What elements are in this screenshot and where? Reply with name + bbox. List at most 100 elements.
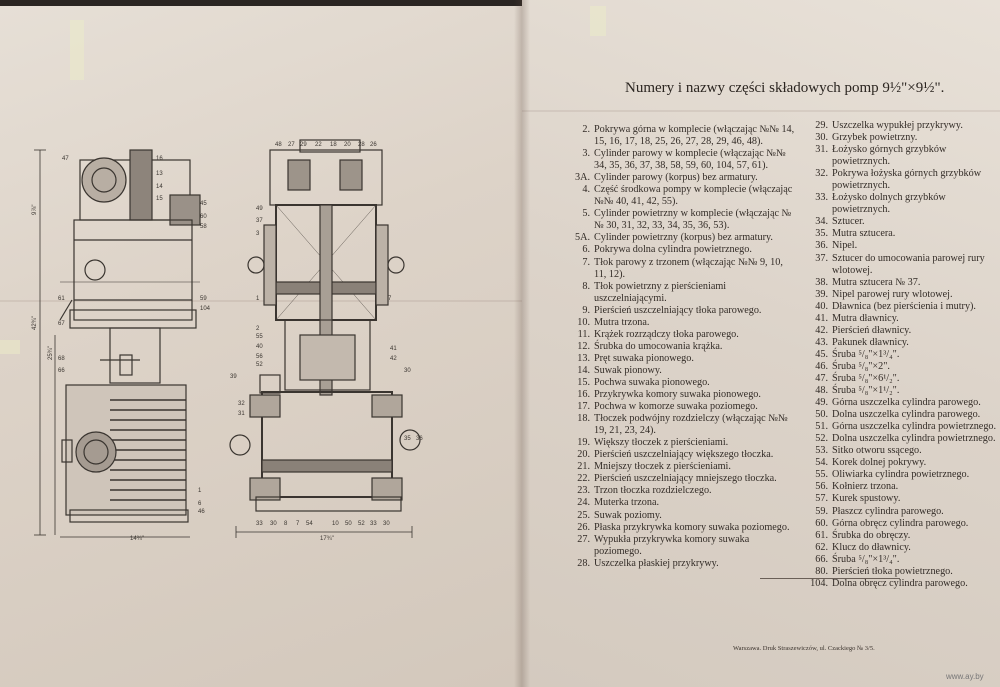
part-number: 19. bbox=[577, 437, 590, 449]
part-name: Uszczelka płaskiej przykrywy. bbox=[594, 557, 719, 569]
part-name: Tłoczek podwójny rozdzielczy (włączając … bbox=[594, 413, 788, 437]
part-name: Łożysko dolnych grzybków powietrznych. bbox=[832, 192, 946, 216]
part-name: Płaszcz cylindra parowego. bbox=[832, 505, 944, 517]
paper-crease bbox=[522, 110, 1000, 112]
part-name: Śruba ⁵/₈"×1³/₄". bbox=[832, 553, 900, 565]
part-number: 33. bbox=[815, 192, 828, 204]
part-number: 42. bbox=[815, 324, 828, 336]
part-number: 22. bbox=[577, 473, 590, 485]
part-name: Korek dolnej pokrywy. bbox=[832, 457, 927, 469]
part-name: Pierścień dławnicy. bbox=[832, 324, 912, 336]
svg-text:66: 66 bbox=[58, 368, 65, 374]
part-number: 25. bbox=[577, 509, 590, 521]
part-number: 7. bbox=[582, 256, 590, 268]
svg-text:42¾": 42¾" bbox=[32, 316, 38, 330]
part-item: 25.Suwak poziomy. bbox=[560, 510, 795, 522]
svg-text:7: 7 bbox=[296, 521, 300, 527]
part-number: 56. bbox=[815, 481, 828, 493]
part-name: Pręt suwaka pionowego. bbox=[594, 352, 694, 364]
part-name: Płaska przykrywka komory suwaka poziomeg… bbox=[594, 521, 790, 533]
svg-text:17¾": 17¾" bbox=[320, 536, 334, 542]
part-number: 3. bbox=[582, 148, 590, 160]
svg-text:54: 54 bbox=[306, 521, 313, 527]
part-name: Mutra dławnicy. bbox=[832, 312, 899, 324]
part-item: 62.Klucz do dławnicy. bbox=[798, 542, 1000, 554]
part-number: 20. bbox=[577, 449, 590, 461]
part-item: 49.Górna uszczelka cylindra parowego. bbox=[798, 397, 1000, 409]
part-number: 3A. bbox=[575, 172, 590, 184]
part-number: 61. bbox=[815, 529, 828, 541]
part-name: Pierścień uszczelniający tłoka parowego. bbox=[594, 304, 762, 316]
part-number: 5A. bbox=[575, 232, 590, 244]
tape-strip bbox=[0, 340, 20, 354]
svg-text:29: 29 bbox=[300, 142, 307, 148]
svg-text:41: 41 bbox=[390, 346, 397, 352]
part-number: 52. bbox=[815, 433, 828, 445]
part-number: 80. bbox=[815, 565, 828, 577]
part-item: 104.Dolna obręcz cylindra parowego. bbox=[798, 578, 1000, 590]
svg-text:3: 3 bbox=[256, 231, 260, 237]
part-number: 23. bbox=[577, 485, 590, 497]
part-name: Sztucer. bbox=[832, 216, 865, 228]
part-item: 19. Większy tłoczek z pierścieniami. bbox=[560, 437, 795, 449]
part-number: 6. bbox=[582, 244, 590, 256]
part-name: Śrubka do umocowania krążka. bbox=[594, 340, 723, 352]
part-number: 27. bbox=[577, 533, 590, 545]
divider-rule bbox=[760, 578, 900, 579]
part-name: Górna uszczelka cylindra parowego. bbox=[832, 397, 981, 409]
part-name: Śruba ⁵/₈"×2". bbox=[832, 360, 890, 372]
part-item: 10.Mutra trzona. bbox=[560, 317, 795, 329]
part-number: 59. bbox=[815, 505, 828, 517]
svg-text:68: 68 bbox=[58, 356, 65, 362]
part-number: 29. bbox=[815, 120, 828, 131]
part-number: 35. bbox=[815, 228, 828, 240]
svg-text:33: 33 bbox=[370, 521, 377, 527]
part-item: 48.Śruba ⁵/₈"×1¹/₂". bbox=[798, 385, 1000, 397]
svg-text:46: 46 bbox=[198, 509, 205, 515]
part-item: 17.Pochwa w komorze suwaka poziomego. bbox=[560, 401, 795, 413]
document-title: Numery i nazwy części składowych pomp 9½… bbox=[625, 80, 945, 96]
part-item: 80.Pierścień tłoka powietrznego. bbox=[798, 566, 1000, 578]
part-item: 45.Śruba ⁵/₈"×1³/₄". bbox=[798, 349, 1000, 361]
left-page bbox=[0, 6, 522, 687]
part-item: 26.Płaska przykrywka komory suwaka pozio… bbox=[560, 522, 795, 534]
svg-text:30: 30 bbox=[270, 521, 277, 527]
part-item: 5A.Cylinder powietrzny (korpus) bez arma… bbox=[560, 232, 795, 244]
part-name: Suwak pionowy. bbox=[594, 364, 662, 376]
part-item: 61.Śrubka do obręczy. bbox=[798, 530, 1000, 542]
svg-text:30: 30 bbox=[383, 521, 390, 527]
part-number: 37. bbox=[815, 252, 828, 264]
part-number: 41. bbox=[815, 312, 828, 324]
part-name: Wypukła przykrywka komory suwaka poziome… bbox=[594, 533, 750, 557]
part-name: Muterka trzona. bbox=[594, 497, 660, 509]
part-item: 60.Górna obręcz cylindra parowego. bbox=[798, 518, 1000, 530]
tape-strip bbox=[590, 6, 606, 36]
part-item: 14.Suwak pionowy. bbox=[560, 365, 795, 377]
part-item: 42. Pierścień dławnicy. bbox=[798, 325, 1000, 337]
part-name: Dolna obręcz cylindra parowego. bbox=[832, 577, 968, 589]
part-name: Pierścień uszczelniający mniejszego tłoc… bbox=[594, 473, 777, 485]
part-name: Tłok parowy z trzonem (włączając №№ 9, 1… bbox=[594, 256, 783, 280]
part-number: 39. bbox=[815, 288, 828, 300]
part-name: Mutra trzona. bbox=[594, 316, 650, 328]
svg-text:32: 32 bbox=[238, 401, 245, 407]
svg-text:39: 39 bbox=[230, 374, 237, 380]
part-number: 62. bbox=[815, 541, 828, 553]
part-number: 66. bbox=[815, 553, 828, 565]
svg-text:52: 52 bbox=[256, 362, 263, 368]
part-name: Pochwa suwaka pionowego. bbox=[594, 376, 710, 388]
svg-text:8: 8 bbox=[284, 521, 288, 527]
svg-text:30: 30 bbox=[404, 368, 411, 374]
part-item: 66. Śruba ⁵/₈"×1³/₄". bbox=[798, 554, 1000, 566]
svg-text:28: 28 bbox=[358, 142, 365, 148]
part-name: Mutra sztucera № 37. bbox=[832, 276, 921, 288]
part-number: 36. bbox=[815, 240, 828, 252]
svg-text:25¾": 25¾" bbox=[48, 346, 54, 360]
part-name: Większy tłoczek z pierścieniami. bbox=[594, 437, 729, 449]
part-number: 32. bbox=[815, 168, 828, 180]
svg-text:58: 58 bbox=[200, 224, 207, 230]
part-item: 16.Przykrywka komory suwaka pionowego. bbox=[560, 389, 795, 401]
part-name: Krążek rozrządczy tłoka parowego. bbox=[594, 328, 739, 340]
part-number: 50. bbox=[815, 409, 828, 421]
part-number: 48. bbox=[815, 385, 828, 397]
